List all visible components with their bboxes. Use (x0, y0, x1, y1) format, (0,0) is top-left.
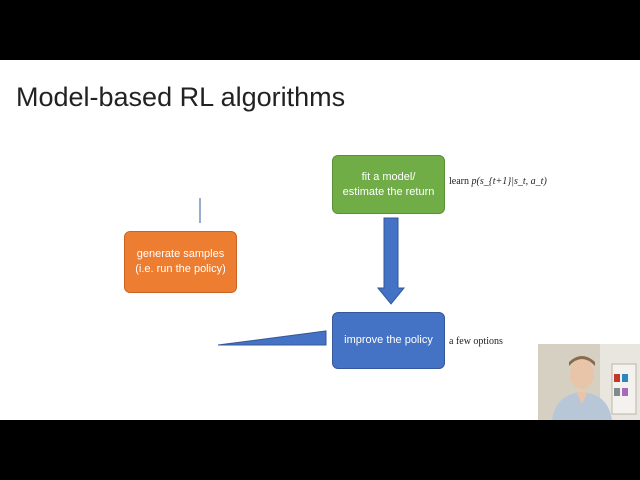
learn-dynamics-note: learn p(s_{t+1}|s_t, a_t) (449, 176, 547, 187)
fit-model-box: fit a model/ estimate the return (332, 155, 445, 214)
few-options-note: a few options (449, 336, 503, 347)
fit-model-line1: fit a model/ (361, 170, 416, 183)
slide-title: Model-based RL algorithms (16, 82, 346, 112)
presenter-webcam (538, 344, 640, 420)
presenter-video-icon (538, 344, 640, 420)
generate-samples-box: generate samples (i.e. run the policy) (124, 231, 237, 293)
learn-formula: p(s_{t+1}|s_t, a_t) (471, 176, 547, 187)
arrow-improve-to-generate (217, 330, 327, 346)
improve-policy-box: improve the policy (332, 312, 445, 369)
cycle-diagram (199, 198, 406, 346)
generate-samples-line1: generate samples (136, 248, 225, 260)
slide: Model-based RL algorithms fit a model/ e… (0, 60, 640, 420)
fit-model-line2: estimate the return (342, 185, 435, 198)
generate-samples-line2: (i.e. run the policy) (135, 263, 226, 275)
learn-prefix: learn (449, 176, 469, 187)
improve-policy-label: improve the policy (344, 334, 433, 346)
arrow-fit-to-improve (376, 217, 406, 305)
